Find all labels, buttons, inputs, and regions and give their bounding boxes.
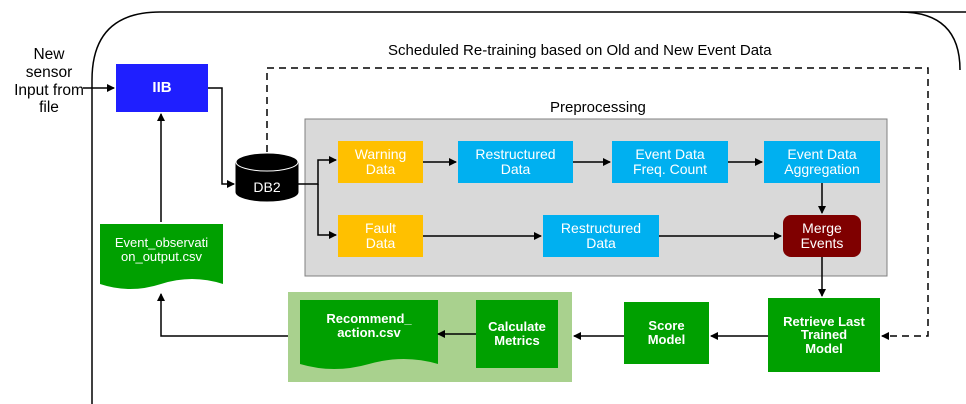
calculate-metrics-box <box>476 300 558 368</box>
db2-cylinder <box>235 152 299 202</box>
preprocessing-label: Preprocessing <box>550 99 646 116</box>
event-aggregation-label: Event Data Aggregation <box>784 146 860 177</box>
iib-label: IIB <box>152 79 172 97</box>
event-aggregation-box <box>764 141 880 183</box>
event-observation-csv-label: Event_observati on_output.csv <box>114 235 209 264</box>
outer-frame-right <box>899 11 961 71</box>
retrieve-model-box <box>768 298 880 372</box>
warning-data-label: Warning Data <box>354 146 407 177</box>
merge-events-label: Merge Events <box>800 220 844 251</box>
fault-data-label: Fault Data <box>364 220 397 251</box>
retrieve-model-label: Retrieve Last Trained Model <box>783 313 865 356</box>
outer-frame <box>91 11 966 404</box>
event-freq-count-label: Event Data Freq. Count <box>633 146 707 177</box>
merge-events-box <box>783 215 861 257</box>
calculate-metrics-label: Calculate Metrics <box>488 319 546 348</box>
restructured-data-top-label: Restructured Data <box>475 146 556 177</box>
input-label: New sensor Input from file <box>14 46 84 117</box>
restructured-data-top-box <box>458 141 573 183</box>
score-model-label: Score Model <box>647 318 686 347</box>
restructured-data-bottom-label: Restructured Data <box>560 220 642 251</box>
db2-label: DB2 <box>253 178 281 195</box>
event-freq-count-box <box>612 141 728 183</box>
warning-data-box <box>338 141 423 183</box>
iib-box <box>116 64 208 112</box>
event-observation-csv-doc <box>100 224 223 289</box>
fault-data-box <box>338 215 423 257</box>
restructured-data-bottom-box <box>543 215 659 257</box>
recommend-csv-label: Recommend_ action.csv <box>326 311 412 340</box>
score-model-box <box>624 302 709 364</box>
recommend-csv-doc <box>300 300 438 369</box>
scheduled-retraining-label: Scheduled Re-training based on Old and N… <box>388 42 772 59</box>
